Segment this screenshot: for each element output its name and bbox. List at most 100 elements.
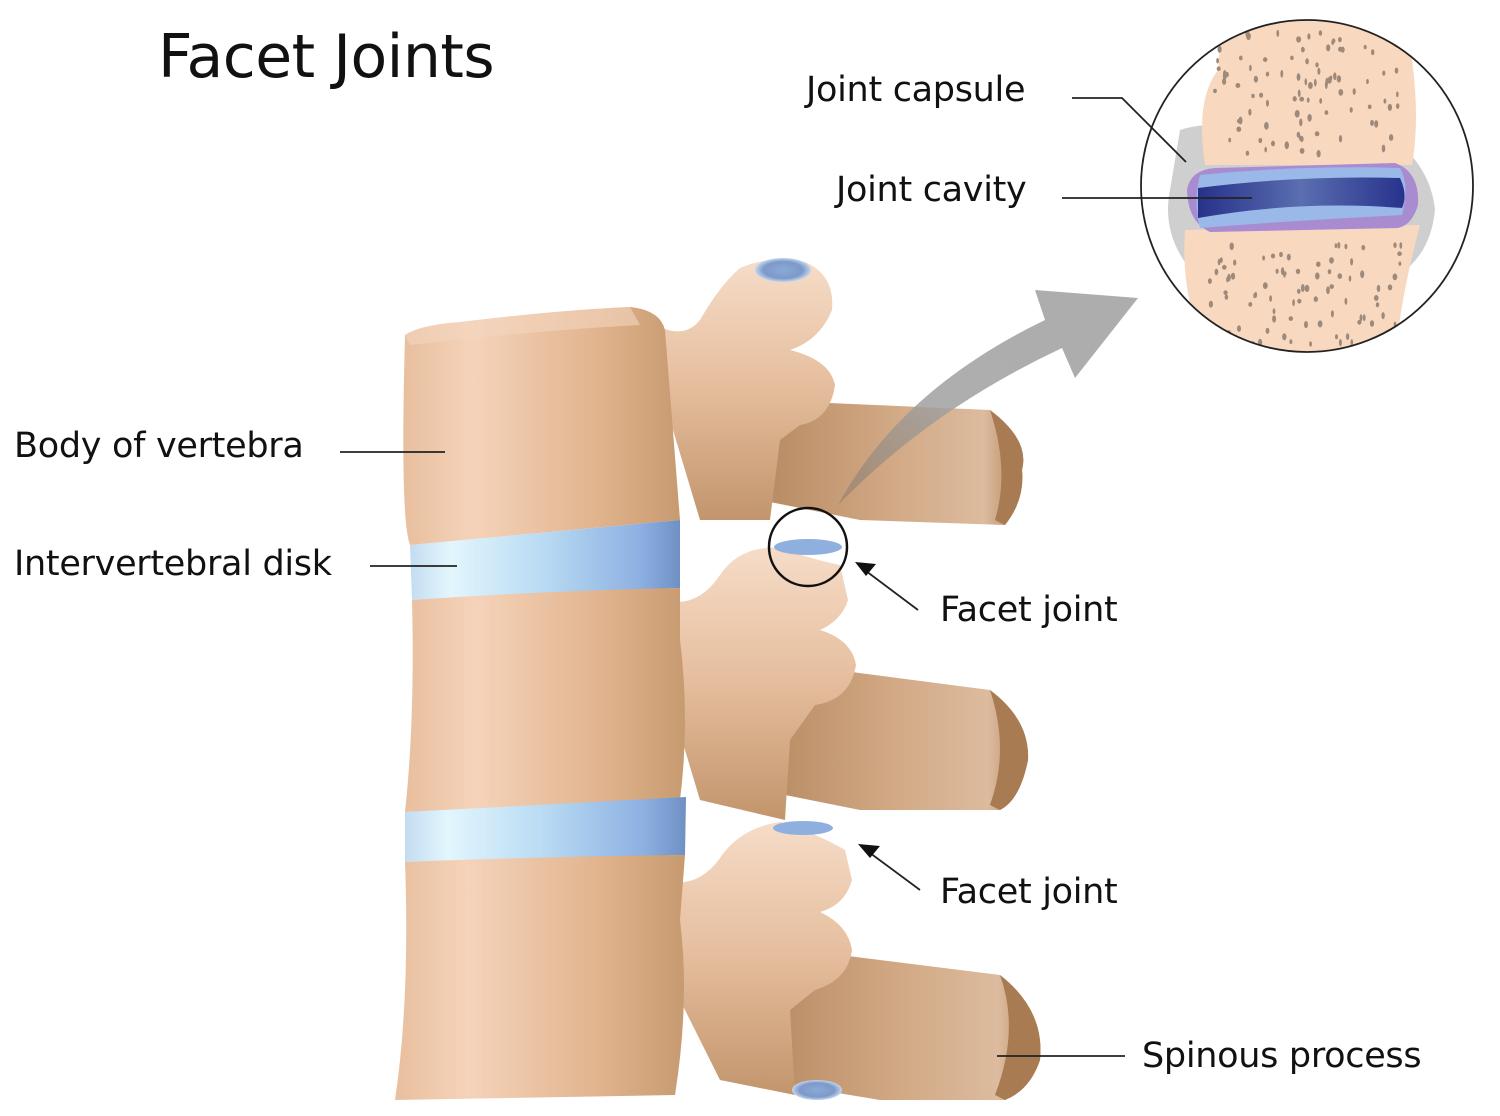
bone-pore <box>1288 316 1294 321</box>
inset-joint-detail <box>1141 20 1473 352</box>
bone-pore <box>1317 320 1323 328</box>
bone-pore <box>1297 288 1301 294</box>
bone-pore <box>1329 257 1334 264</box>
bone-pore <box>1294 110 1300 118</box>
bone-pore <box>1398 261 1402 266</box>
bone-pore <box>1298 135 1303 141</box>
bone-pore <box>1227 273 1231 282</box>
leader-facet-joint-lower <box>865 849 921 891</box>
bone-pores <box>1203 26 1403 352</box>
bone-pore <box>1324 81 1328 90</box>
bone-pore <box>1306 97 1310 103</box>
bone-pore <box>1359 314 1363 322</box>
bone-pore <box>1282 333 1287 341</box>
bone-pore <box>1270 253 1276 259</box>
bone-pore <box>1286 253 1291 261</box>
bone-pore <box>1253 293 1256 299</box>
bone-pore <box>1236 126 1242 132</box>
inset-bone-lower <box>1184 225 1420 352</box>
bone-pore <box>1376 284 1381 293</box>
bone-pore <box>1360 270 1365 279</box>
bone-pore <box>1399 242 1403 249</box>
bone-pore <box>1264 121 1269 130</box>
bone-pore <box>1233 259 1237 266</box>
bone-pore <box>1248 108 1252 116</box>
bone-pore <box>1338 339 1342 347</box>
bone-pore <box>1326 44 1331 52</box>
bone-pore <box>1263 57 1268 62</box>
bone-pore <box>1235 83 1241 88</box>
bone-pore <box>1248 302 1253 307</box>
bone-pore <box>1301 46 1305 53</box>
bone-pore <box>1329 284 1334 289</box>
bone-pore <box>1313 296 1319 302</box>
bone-pore <box>1253 75 1258 83</box>
bone-pore <box>1229 242 1234 251</box>
bone-pore <box>1316 261 1321 267</box>
bone-pore <box>1338 46 1343 52</box>
magnify-arrow <box>838 290 1138 505</box>
leader-lines <box>340 97 1252 1057</box>
bone-pore <box>1304 78 1308 86</box>
bone-pore <box>1396 91 1399 98</box>
bone-pore <box>1315 272 1320 280</box>
bone-pore <box>1352 88 1356 95</box>
bone-pore <box>1295 268 1301 275</box>
bone-pore <box>1300 284 1305 292</box>
bone-pore <box>1337 273 1343 279</box>
bone-pore <box>1344 243 1348 250</box>
bone-pore <box>1216 66 1221 71</box>
bone-pore <box>1289 339 1293 345</box>
bone-pore <box>1305 58 1309 65</box>
bone-pore <box>1262 347 1266 352</box>
bone-pore <box>1272 315 1277 323</box>
bone-pore <box>1394 67 1399 74</box>
articular-facet-surface <box>755 258 811 282</box>
bone-pore <box>1265 327 1270 334</box>
bone-pore <box>1350 339 1354 347</box>
bone-pore <box>1397 336 1401 342</box>
bone-pore <box>1397 251 1402 256</box>
bone-pore <box>1262 282 1268 289</box>
bone-pore <box>1264 146 1267 153</box>
bone-pore <box>1223 290 1228 295</box>
bone-pore <box>1223 70 1227 78</box>
bone-pore <box>1224 294 1229 300</box>
bone-pore <box>1265 71 1270 77</box>
bone-pore <box>1292 299 1295 307</box>
bone-pore <box>1290 55 1294 61</box>
bone-pore <box>1366 78 1369 85</box>
bone-pore <box>1324 110 1329 115</box>
bone-pore <box>1299 148 1305 154</box>
bone-pore <box>1207 278 1212 284</box>
facet-joint-highlight-circle <box>767 506 849 588</box>
intervertebral-disk-lower <box>405 797 686 862</box>
bone-pore <box>1375 302 1380 308</box>
bone-pore <box>1299 118 1303 127</box>
bone-pore <box>1315 62 1319 68</box>
bone-pore <box>1214 268 1219 276</box>
bone-pore <box>1217 45 1222 53</box>
bone-pore <box>1299 96 1305 102</box>
bone-pore <box>1329 75 1333 81</box>
bone-pore <box>1350 258 1354 266</box>
bone-pore <box>1316 150 1321 158</box>
bone-pore <box>1292 96 1297 102</box>
spinous-process-upper <box>760 400 1024 525</box>
bone-pore <box>1381 144 1386 153</box>
bone-pore <box>1271 140 1275 147</box>
bone-pore <box>1387 103 1393 111</box>
bone-pore <box>1280 69 1284 78</box>
bone-pore <box>1396 103 1400 109</box>
vertebral-body-lower <box>395 855 685 1100</box>
articular-facet-surface-bottom <box>792 1080 842 1100</box>
bone-pore <box>1208 300 1213 308</box>
bone-pore <box>1387 284 1393 291</box>
bone-pore <box>1370 119 1374 126</box>
bone-pore <box>1374 120 1379 128</box>
bone-pore <box>1304 321 1308 329</box>
bone-pore <box>1304 284 1310 292</box>
bone-pore <box>1297 89 1301 98</box>
